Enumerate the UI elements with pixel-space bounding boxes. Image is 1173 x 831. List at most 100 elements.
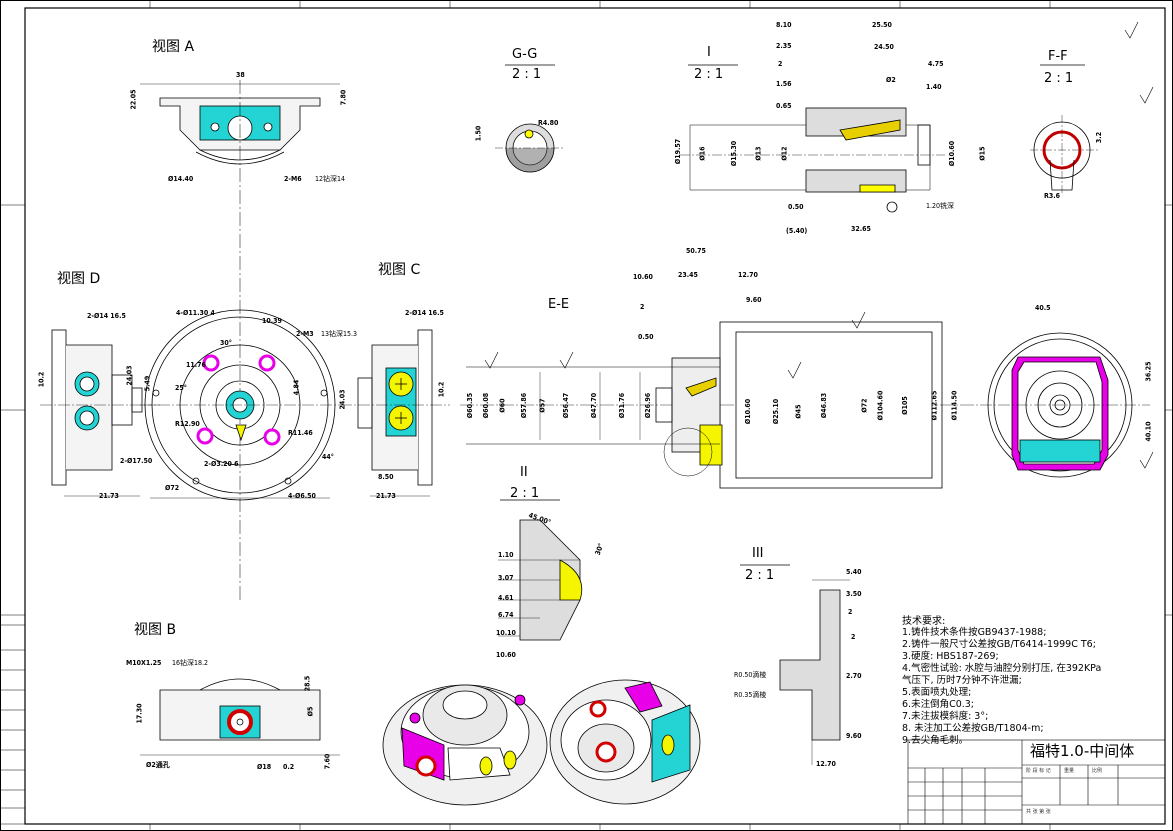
section-ee-title: E-E — [548, 297, 570, 312]
dim-label: 2-Ø3.20 6 — [204, 460, 239, 468]
dim-label: 12.70 — [738, 271, 758, 279]
section-ff-drawing — [1030, 64, 1100, 195]
dim-label: 30° — [220, 339, 232, 347]
dim-label: 28.5 — [303, 675, 312, 692]
dim-label: Ø2 — [886, 76, 896, 84]
dim-label: Ø46.83 — [820, 392, 829, 419]
dim-label: R11.46 — [288, 429, 313, 437]
dim-label: 0.50 — [638, 333, 654, 341]
dim-label: Ø57 — [538, 398, 547, 413]
dim-label: R0.50滴棱 — [734, 671, 767, 679]
dim-label: Ø112.65 — [930, 390, 939, 421]
section-ff-scale: 2 : 1 — [1044, 71, 1074, 86]
dim-label: 1.50 — [474, 125, 483, 142]
left-record-table — [0, 624, 26, 825]
dim-label: Ø25.10 — [772, 398, 781, 425]
dim-label: Ø14.40 — [168, 175, 194, 183]
roughness-symbols — [484, 21, 1154, 469]
dim-label: 4.61 — [498, 594, 514, 602]
dim-label: Ø47.70 — [590, 392, 599, 419]
dim-label: 4-Ø11.30 4 — [176, 309, 215, 317]
dim-label: 38 — [236, 71, 245, 79]
dim-label: Ø60.08 — [482, 392, 491, 419]
dim-label: 12钻深14 — [315, 175, 346, 183]
dim-label: 8.50 — [378, 473, 394, 481]
title-block — [907, 739, 1166, 825]
dim-label: 10.39 — [262, 317, 282, 325]
weight-label: 重量 — [1064, 768, 1075, 774]
dim-label: 24.50 — [874, 43, 894, 51]
section-gg-title: G-G — [512, 47, 538, 62]
dim-label: Ø16 — [698, 146, 707, 161]
dim-label: M10X1.25 — [126, 659, 162, 667]
dim-label: Ø57.86 — [520, 392, 529, 419]
dim-label: 24.03 — [125, 365, 134, 386]
dim-label: 5.40 — [846, 568, 862, 576]
dim-label: 0.2 — [283, 763, 295, 771]
detail-iii-title: III — [752, 546, 764, 561]
dim-label: 0.50 — [788, 203, 804, 211]
section-i-title: I — [707, 45, 711, 60]
dim-label: Ø13 — [754, 146, 763, 161]
dim-label: 2-M3 — [296, 330, 314, 338]
note-item: 2.铸件一般尺寸公差按GB/T6414-1999C T6; — [902, 639, 1096, 650]
dim-label: 24.03 — [338, 389, 347, 410]
detail-iii-scale: 2 : 1 — [745, 568, 775, 583]
section-gg-drawing — [495, 64, 565, 173]
right-view-drawing — [980, 332, 1150, 478]
dim-label: 2.70 — [846, 672, 862, 680]
dim-label: Ø60 — [498, 398, 507, 413]
dim-label: 0.65 — [776, 102, 792, 110]
dim-label: R12.90 — [175, 420, 200, 428]
note-item: 6.未注倒角C0.3; — [902, 699, 975, 710]
view-d-title: 视图 D — [57, 271, 101, 287]
dim-label: R3.6 — [1044, 192, 1061, 200]
dim-label: 21.73 — [376, 492, 396, 500]
dim-label: 2-M6 — [284, 175, 302, 183]
dim-label: Ø114.50 — [950, 390, 959, 421]
note-item: 5.表面喷丸处理; — [902, 687, 972, 698]
detail-iii-drawing — [740, 564, 850, 765]
dim-label: Ø15.30 — [730, 140, 739, 167]
dim-label: 2 — [778, 60, 783, 68]
dim-label: Ø105 — [900, 396, 909, 415]
dim-label: 40.5 — [1035, 304, 1051, 312]
dim-label: Ø10.60 — [948, 140, 957, 167]
section-i-drawing — [680, 64, 945, 213]
stage-label: 阶 段 标 记 — [1026, 768, 1051, 774]
dim-label: 3.2 — [1095, 131, 1104, 144]
dim-label: Ø19.57 — [674, 138, 683, 165]
view-b-drawing — [140, 678, 340, 756]
note-item: 8. 未注加工公差按GB/T1804-m; — [902, 723, 1044, 734]
dim-label: Ø18 — [257, 763, 272, 771]
view-c-title: 视图 C — [378, 262, 421, 278]
dim-label: 21.73 — [99, 492, 119, 500]
3d-render-2 — [549, 679, 701, 805]
note-item: 气压下, 历时7分钟不许泄漏; — [902, 675, 1022, 686]
dim-label: 2.35 — [776, 42, 792, 50]
dim-label: 1.20铣深 — [926, 202, 955, 210]
dim-label: Ø56.47 — [562, 392, 571, 419]
dim-label: 9.60 — [846, 732, 862, 740]
dim-label: Ø26.96 — [644, 392, 653, 419]
detail-ii-drawing — [498, 499, 583, 641]
dim-label: R4.80 — [538, 119, 559, 127]
dim-label: 23.45 — [678, 271, 698, 279]
dim-label: 10.2 — [437, 381, 446, 398]
note-item: 3.硬度: HBS187-269; — [902, 651, 999, 662]
notes-heading: 技术要求: — [902, 616, 946, 627]
dim-label: 50.75 — [686, 247, 706, 255]
view-a-drawing — [140, 80, 340, 600]
dim-label: 11.76 — [186, 361, 206, 369]
section-ee-drawing — [460, 321, 980, 489]
dim-label: 2-Ø14 16.5 — [405, 309, 444, 317]
dim-label: Ø104.60 — [876, 390, 885, 421]
dim-label: 1.10 — [498, 551, 514, 559]
dim-label: 3.07 — [498, 574, 514, 582]
dim-label: 12.70 — [816, 760, 836, 768]
detail-ii-scale: 2 : 1 — [510, 486, 540, 501]
dim-label: (5.40) — [786, 227, 808, 235]
dim-label: 7.60 — [323, 753, 332, 770]
dim-label: Ø45 — [794, 404, 803, 419]
